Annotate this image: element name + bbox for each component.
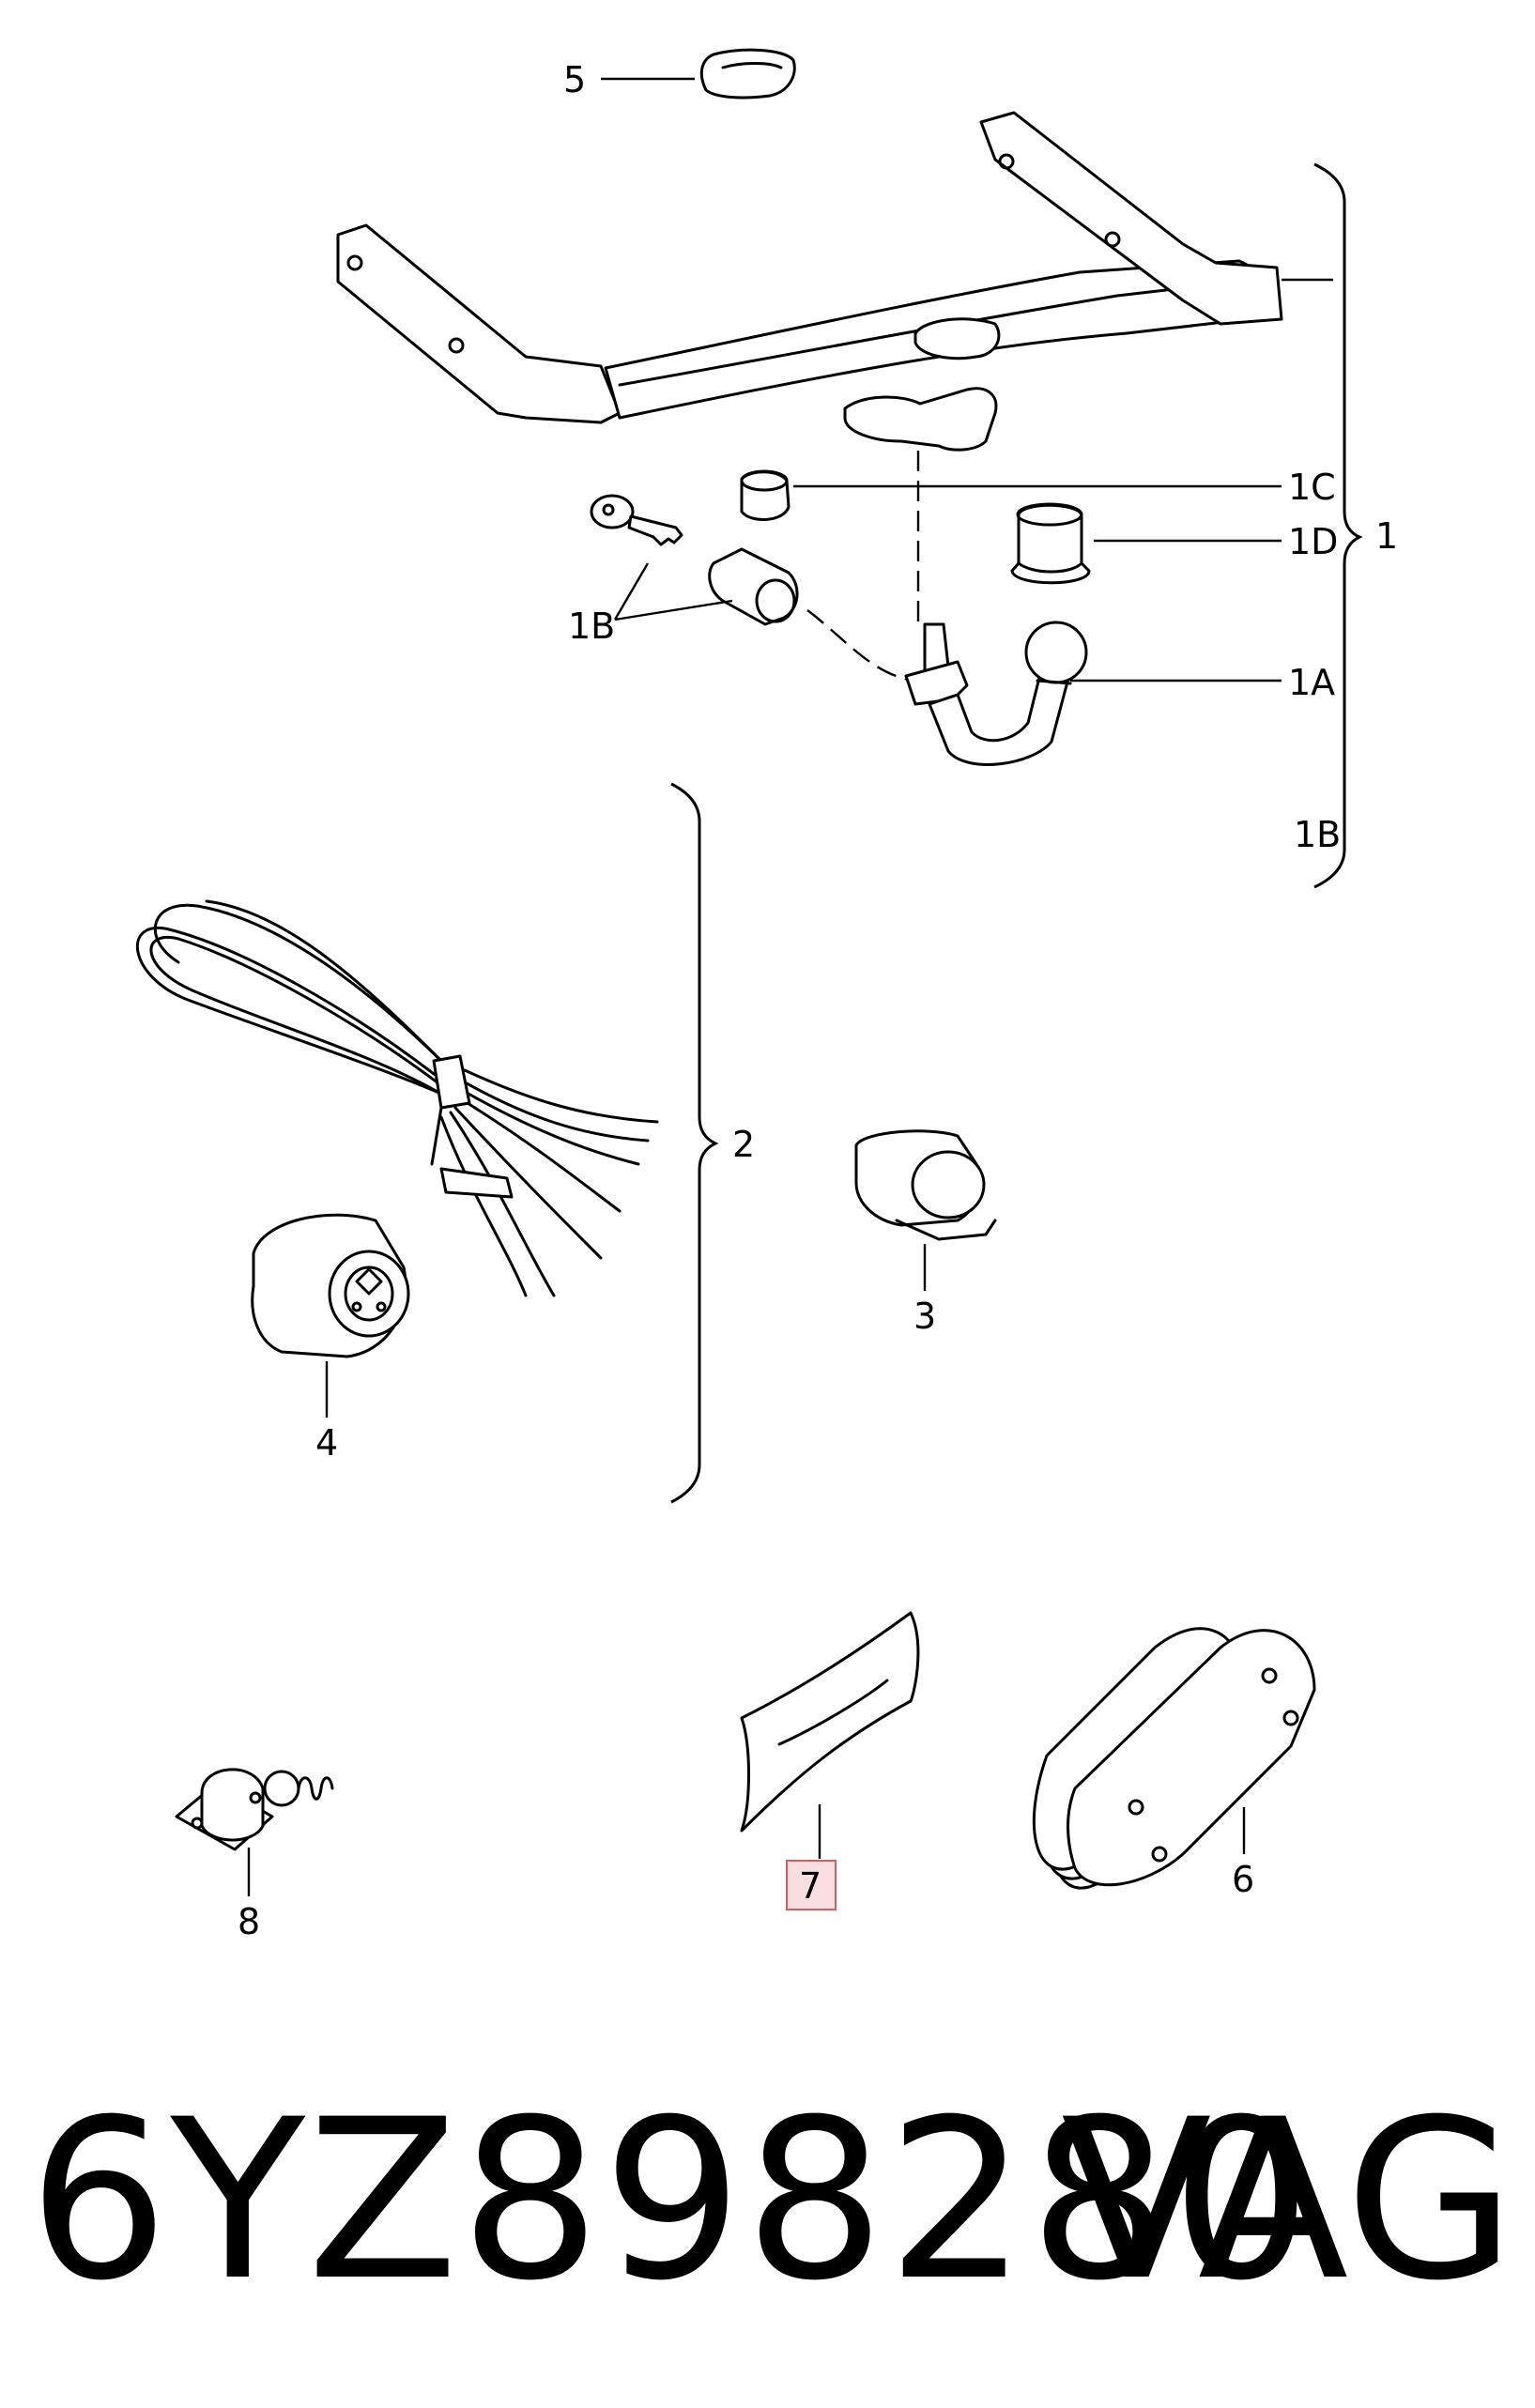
brand-name: VAG (1061, 2073, 1516, 2329)
callout-1a: 1A (1288, 662, 1335, 703)
callout-4: 4 (315, 1422, 338, 1464)
part-6-plate-stack (1032, 1627, 1316, 1890)
part-7-label (740, 1611, 920, 1833)
callout-7: 7 (799, 1865, 821, 1907)
callout-8: 8 (238, 1901, 260, 1942)
part-1a-ball-neck (904, 621, 1088, 766)
part-5-cap (699, 48, 796, 100)
brace-2 (670, 782, 719, 1504)
part-4-socket (251, 1213, 410, 1358)
callout-1c: 1C (1288, 467, 1336, 508)
callout-2: 2 (732, 1124, 755, 1165)
part-1c-cap (740, 469, 791, 522)
callout-7-highlight (786, 1860, 837, 1910)
part-3-sensor (854, 1129, 997, 1241)
callout-5: 5 (563, 59, 586, 100)
callout-1: 1 (1375, 515, 1398, 557)
part-1-tow-bar (336, 111, 1283, 452)
callout-6: 6 (1232, 1859, 1254, 1900)
callout-1d: 1D (1288, 521, 1338, 562)
part-1b-key-and-lock (590, 494, 799, 626)
callout-1b-right: 1B (1294, 814, 1341, 855)
brace-1 (1313, 162, 1363, 889)
part-number: 6YZ898280 (28, 2073, 1314, 2329)
leader-1b (613, 562, 733, 621)
part-2-wiring-harness (135, 899, 659, 1297)
callout-1b-left: 1B (568, 606, 615, 647)
part-8-clip (175, 1768, 334, 1851)
parts-diagram: 5 1 1C 1D 1B (135, 48, 1398, 1942)
lock-dash (806, 609, 916, 683)
callout-3: 3 (913, 1296, 936, 1337)
part-1d-ball-cap (1010, 502, 1091, 585)
caption: 6YZ898280 VAG (28, 2073, 1516, 2361)
